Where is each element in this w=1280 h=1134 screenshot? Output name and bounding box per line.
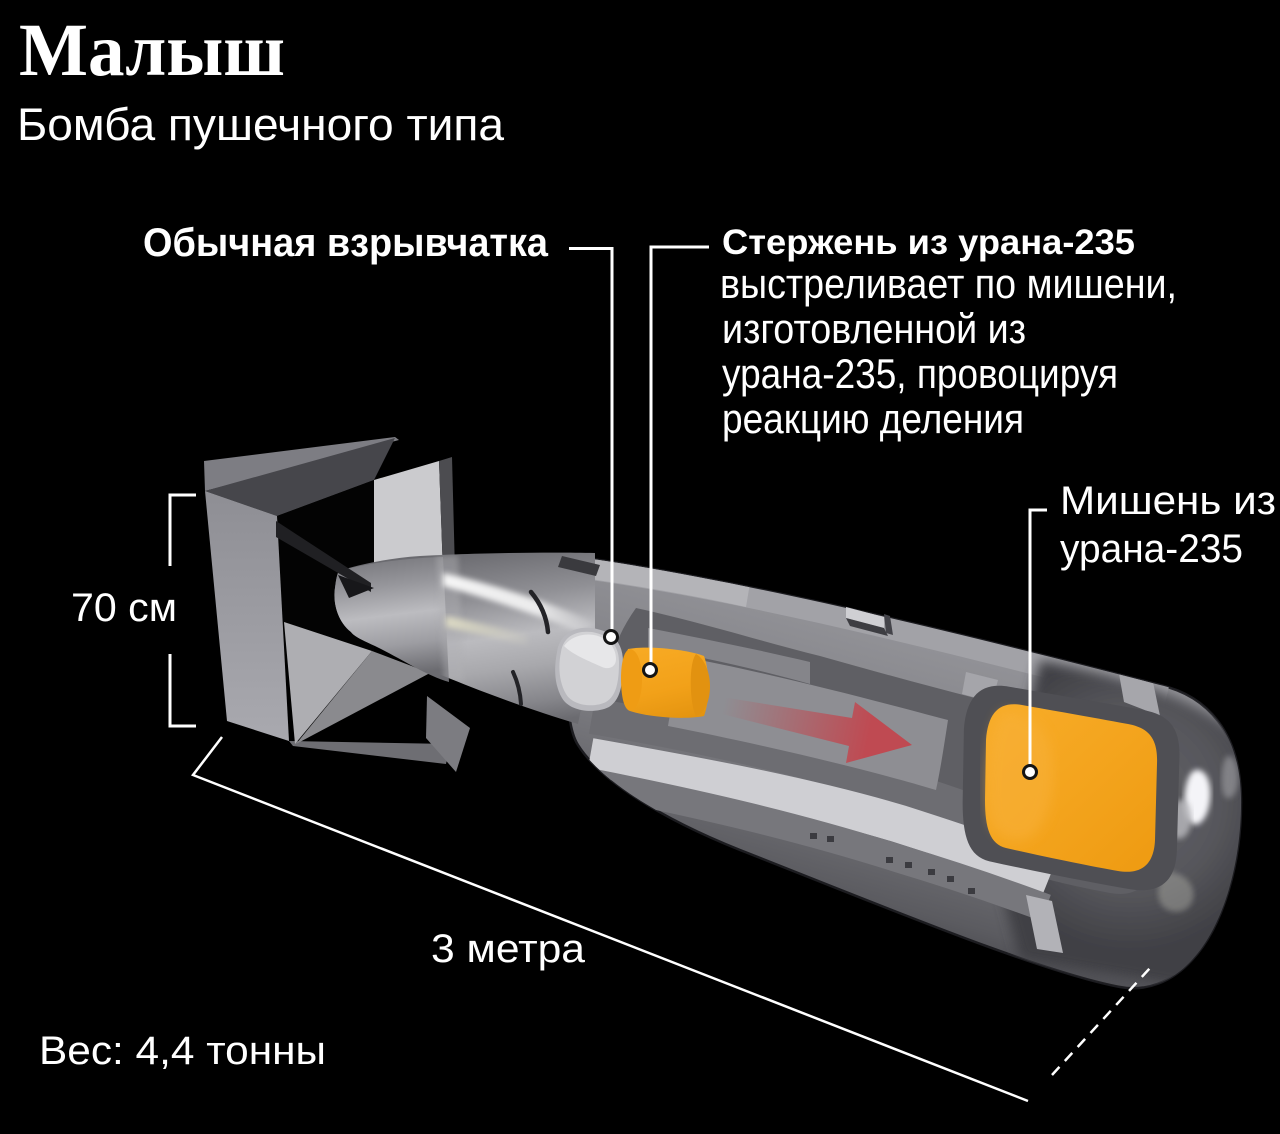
svg-text:изготовленной из: изготовленной из [722, 305, 1026, 352]
svg-text:Малыш: Малыш [19, 9, 285, 92]
svg-text:выстреливает по мишени,: выстреливает по мишени, [720, 260, 1177, 307]
svg-text:Бомба пушечного типа: Бомба пушечного типа [17, 99, 505, 150]
svg-text:70 см: 70 см [71, 586, 177, 630]
svg-text:Обычная взрывчатка: Обычная взрывчатка [143, 221, 549, 265]
svg-text:Вес: 4,4 тонны: Вес: 4,4 тонны [39, 1029, 326, 1073]
svg-text:Стержень из урана-235: Стержень из урана-235 [722, 223, 1135, 262]
svg-text:Мишень из: Мишень из [1060, 479, 1276, 523]
svg-text:урана-235: урана-235 [1060, 527, 1243, 571]
svg-text:3 метра: 3 метра [431, 927, 586, 971]
svg-text:реакцию деления: реакцию деления [722, 395, 1024, 442]
svg-text:урана-235, провоцируя: урана-235, провоцируя [722, 350, 1118, 397]
